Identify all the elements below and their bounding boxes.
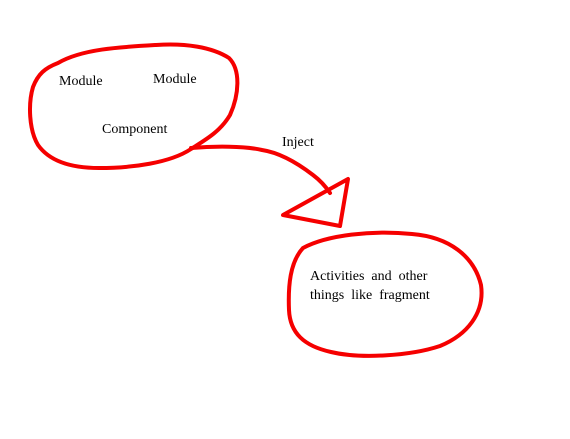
inject-arrow-shaft [189, 144, 332, 195]
inject-arrow-head [281, 177, 350, 228]
activities-line-1: Activities and other [310, 269, 428, 284]
component-label: Component [102, 122, 167, 137]
module-left-label: Module [59, 74, 103, 89]
inject-label: Inject [282, 135, 314, 150]
activities-line-2: things like fragment [310, 288, 430, 303]
top-cloud-outline [28, 42, 240, 170]
module-right-label: Module [153, 72, 197, 87]
bottom-cloud-outline [286, 230, 484, 358]
